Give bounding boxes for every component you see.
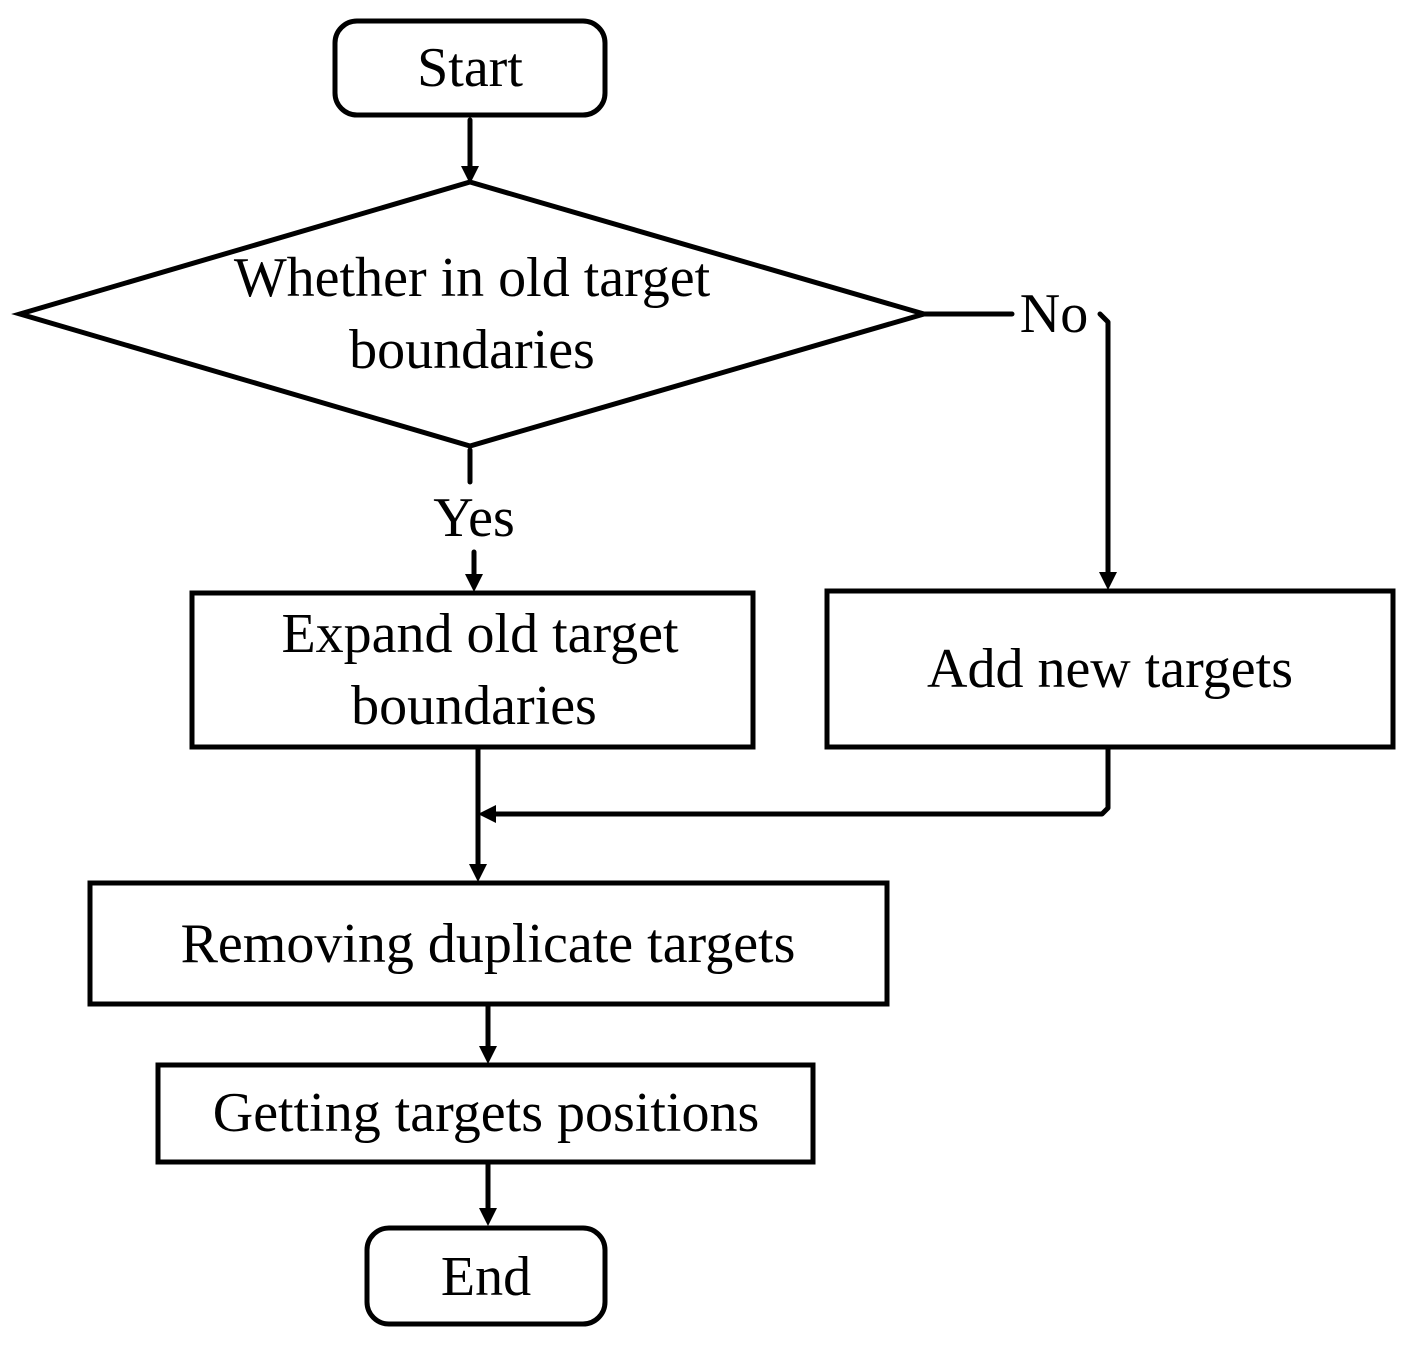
arrowhead-positions: [479, 1046, 497, 1064]
expand-shape: [189, 590, 756, 750]
arrowhead-add: [1099, 572, 1117, 590]
arrowhead-remove: [469, 864, 487, 882]
start-label: Start: [417, 37, 523, 99]
yes-label: Yes: [433, 487, 514, 549]
arrowhead-end: [479, 1208, 497, 1226]
end-shape: [364, 1225, 608, 1327]
arrowhead-decision: [461, 166, 479, 184]
remove-label: Removing duplicate targets: [181, 913, 796, 975]
expand-node: Expand old target boundaries: [189, 590, 756, 750]
remove-node: Removing duplicate targets: [87, 880, 890, 1007]
decision-label-line2: boundaries: [349, 319, 595, 381]
edges: [461, 117, 1117, 1226]
positions-node: Getting targets positions: [155, 1062, 816, 1165]
expand-label-line1: Expand old target: [281, 603, 679, 665]
arrowhead-merge: [478, 805, 496, 823]
start-shape: [332, 18, 608, 118]
no-label: No: [1020, 283, 1088, 345]
end-label: End: [441, 1246, 531, 1308]
positions-shape: [155, 1062, 816, 1165]
expand-label-line2: boundaries: [351, 675, 597, 737]
edge-no-to-add: [1097, 311, 1111, 577]
end-node: End: [364, 1225, 608, 1327]
decision-shape: [11, 179, 933, 449]
positions-label: Getting targets positions: [213, 1082, 760, 1144]
add-shape: [824, 588, 1396, 750]
add-node: Add new targets: [824, 588, 1396, 750]
decision-label-line1: Whether in old target: [234, 247, 711, 309]
add-label: Add new targets: [927, 638, 1293, 700]
start-node: Start: [332, 18, 608, 118]
remove-shape: [87, 880, 890, 1007]
edge-add-to-merge: [491, 745, 1111, 817]
decision-node: Whether in old target boundaries: [11, 179, 933, 449]
arrowhead-expand: [465, 574, 483, 592]
